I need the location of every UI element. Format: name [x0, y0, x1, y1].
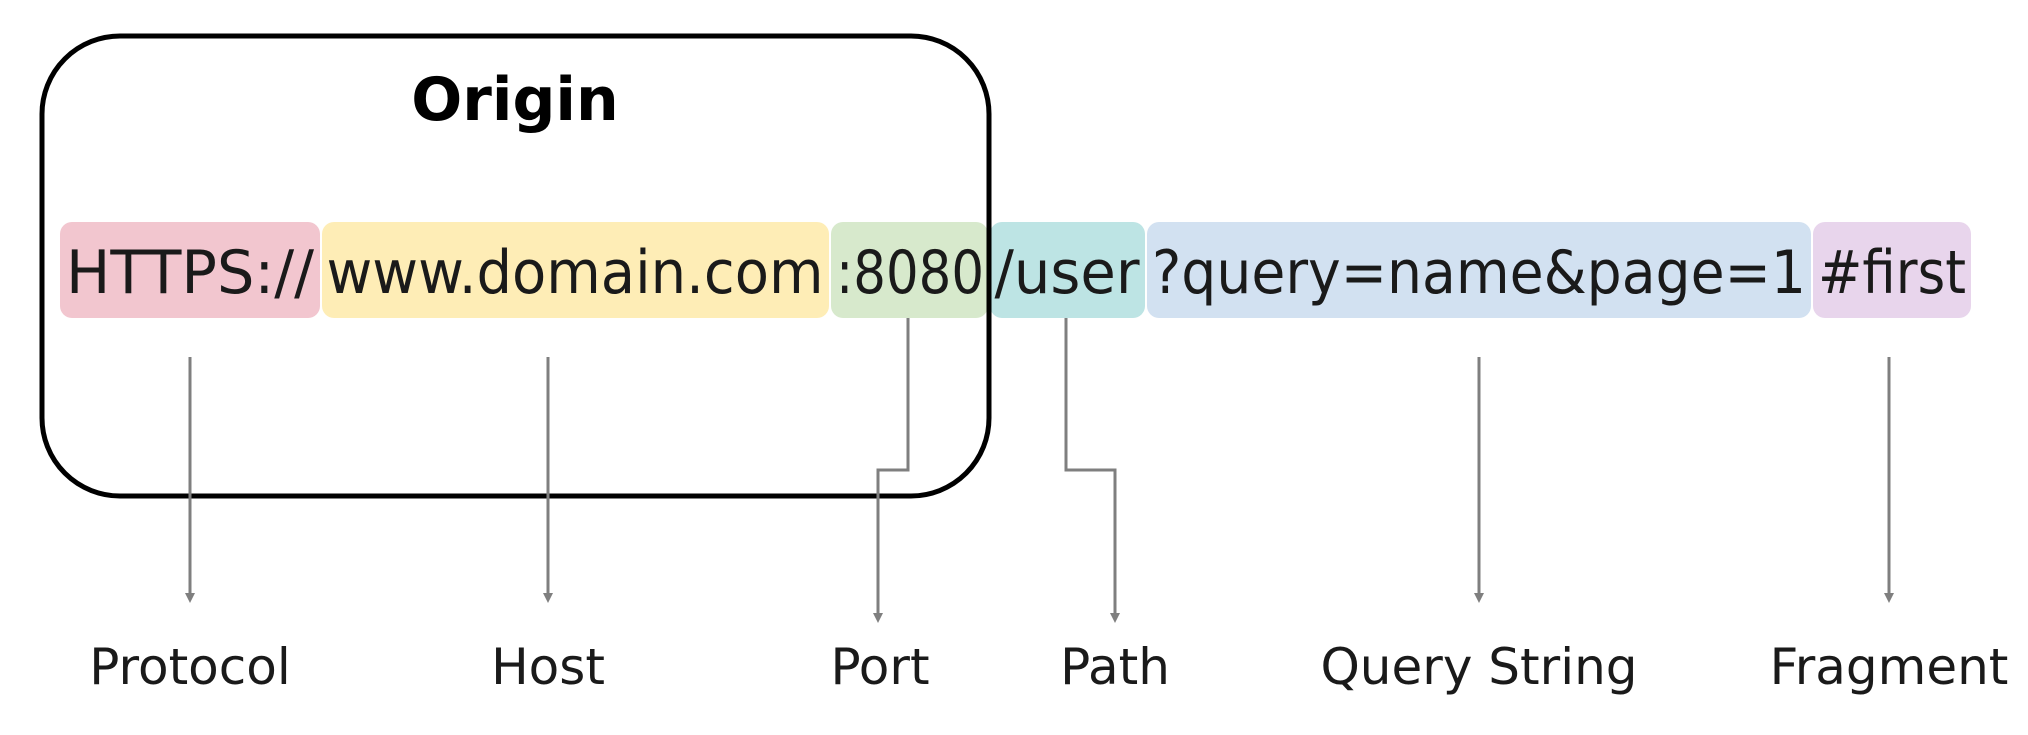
protocol-label: Protocol — [89, 638, 291, 696]
protocol-segment-text: HTTPS:// — [66, 238, 315, 308]
port-highlight — [831, 222, 988, 318]
path-label: Path — [1060, 638, 1170, 696]
fragment-highlight — [1813, 222, 1971, 318]
origin-title: Origin — [411, 65, 618, 135]
path-highlight — [990, 222, 1145, 318]
path-arrow — [1064, 318, 1120, 623]
fragment-label: Fragment — [1770, 638, 2009, 696]
origin-group: Origin — [39, 33, 992, 499]
protocol-highlight — [60, 222, 320, 318]
url-segments: HTTPS:// www.domain.com :8080 /user ?que… — [60, 222, 1971, 318]
port-label: Port — [830, 638, 929, 696]
host-label: Host — [491, 638, 605, 696]
query-string-label: Query String — [1320, 638, 1637, 696]
query-highlight — [1147, 222, 1811, 318]
host-segment-text: www.domain.com — [327, 238, 824, 308]
component-labels: Protocol Host Port Path Query String Fra… — [89, 638, 2008, 696]
port-arrow — [873, 318, 910, 623]
connector-arrows — [185, 318, 1894, 623]
origin-box — [39, 33, 992, 499]
fragment-segment-text: #first — [1818, 238, 1966, 308]
port-segment-text: :8080 — [836, 238, 984, 308]
host-highlight — [322, 222, 829, 318]
query-segment-text: ?query=name&page=1 — [1152, 238, 1806, 308]
path-segment-text: /user — [995, 238, 1140, 308]
